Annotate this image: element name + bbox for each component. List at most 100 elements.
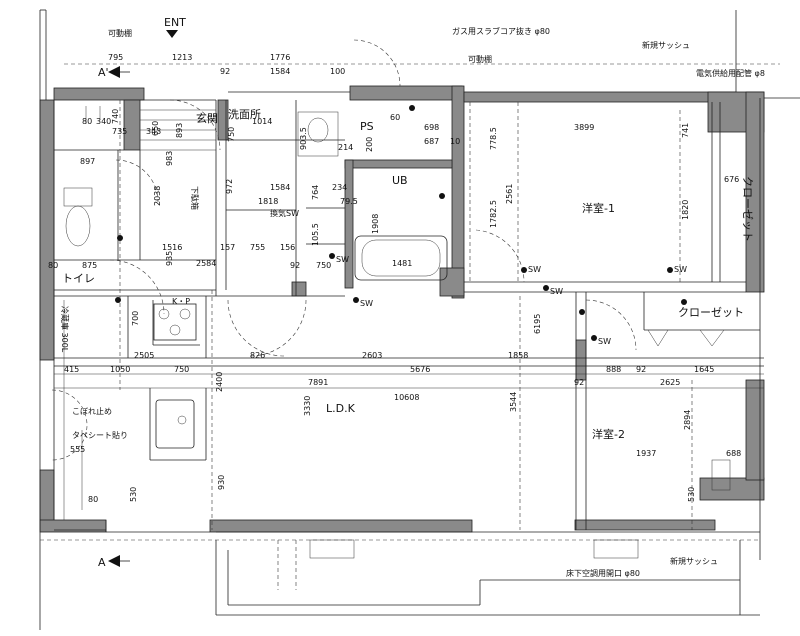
stairs-fixture [140,109,216,151]
kadodana-right-note: 可動棚 [468,54,492,64]
closet2-label: クローゼット [678,306,744,319]
dimension-label: 2584 [196,259,216,268]
ldk-label: L.D.K [326,402,356,415]
gas-pipe-note: ガス用スラブコア抜き φ80 [452,26,550,36]
dimension-label: 1213 [172,53,192,62]
dimension-label: 875 [82,261,97,270]
dimension-label: 1776 [270,53,290,62]
ac-unit-a [309,539,355,559]
ventilation-note: 換気SW [270,208,299,218]
dimension-labels: 795 1213 1776 92 1584 100 1014 750 903.5… [48,53,741,504]
switch-points [115,105,687,341]
dimension-label: 795 [108,53,123,62]
dimension-label: 92 [636,365,646,374]
dimension-label: 750 [316,261,331,270]
sw-label-5: SW [674,265,687,274]
dimension-label: 903.5 [299,127,308,150]
dimension-label: 7891 [308,378,328,387]
labels: ENT 玄関 洗面所 PS UB トイレ L.D.K 洋室-1 洋室-2 クロー… [60,16,765,578]
dimension-label: 1584 [270,183,290,192]
dimension-label: 764 [311,185,320,200]
walls [39,85,765,533]
new-sash-bottom-note: 新規サッシュ [670,556,718,566]
dimension-label: 1782.5 [489,200,498,228]
dimension-label: 698 [424,123,439,132]
fixtures [63,109,731,559]
closet1-label: クローゼット [741,176,754,242]
cooktop-fixture [153,303,197,341]
dimension-label: 100 [330,67,345,76]
dimension-label: 92 [220,67,230,76]
section-arrow-top-icon [108,66,120,78]
dimension-label: 972 [225,179,234,194]
dimension-label: 2603 [362,351,382,360]
floor-ac-note: 床下空調用開口 φ80 [566,568,640,578]
dimension-label: 80 [48,261,58,270]
dimension-label: 1820 [681,200,690,220]
dimension-label: 750 [174,365,189,374]
dimension-label: 92 [290,261,300,270]
dimension-label: 3330 [303,396,312,416]
dimension-label: 700 [131,311,140,326]
dimension-label: 935 [165,251,174,266]
dimension-label: 740 [111,109,120,124]
toilet-label: トイレ [62,272,95,285]
dimension-label: 1481 [392,259,412,268]
washroom-label: 洗面所 [228,108,261,121]
dimension-label: 687 [424,137,439,146]
washbasin-fixture [297,111,339,157]
sw-label-2: SW [550,287,563,296]
dimension-label: 214 [338,143,353,152]
yoshitsu2-label: 洋室-2 [592,427,625,441]
dimension-label: 105.5 [311,223,320,246]
dimension-label: 234 [332,183,347,192]
bathtub-fixture [354,235,448,281]
sw-label-6: SW [336,255,349,264]
dimension-label: 80 [82,117,92,126]
dimension-label: 1858 [508,351,528,360]
dimension-label: 893 [175,123,184,138]
dimension-label: 156 [280,243,295,252]
dimension-label: 888 [606,365,621,374]
new-sash-top-note: 新規サッシュ [642,40,690,50]
sw-label-3: SW [598,337,611,346]
ent-label: ENT [164,16,186,29]
dimension-label: 826 [250,351,265,360]
dimension-label: 930 [217,475,226,490]
dimension-label: 415 [64,365,79,374]
section-a-top: A' [98,66,109,79]
dimension-label: 79.5 [340,197,358,206]
dimension-label: 1584 [270,67,290,76]
ub-label: UB [392,174,408,187]
dimension-label: 3544 [509,392,518,412]
reizoko-note: 冷蔵庫 300L [60,306,70,353]
dimension-label: 750 [227,127,236,142]
dimension-label: 343 [146,127,161,136]
dimension-label: 92 [574,378,584,387]
dimension-label: 735 [112,127,127,136]
dimension-label: 1818 [258,197,278,206]
yoshitsu1-label: 洋室-1 [582,201,615,215]
dimension-label: 741 [681,123,690,138]
dimension-label: 2505 [134,351,154,360]
dimension-label: 157 [220,243,235,252]
plan-lines [39,9,800,630]
dimension-label: 5676 [410,365,430,374]
dimension-label: 983 [165,151,174,166]
entrance-arrow-icon [166,30,178,38]
shoes-label: 下駄箱 [190,186,200,210]
dimension-label: 1014 [252,117,272,126]
dimension-label: 530 [129,487,138,502]
dimension-label: 2561 [505,184,514,204]
dimension-label: 1645 [694,365,714,374]
tapeseat-note: タペシート貼り [72,430,128,440]
dimension-label: 340 [96,117,111,126]
dimension-label: 80 [88,495,98,504]
section-a-bottom: A [98,556,106,569]
kobore-note: こぼれ止め [72,406,112,416]
dimension-label: 2894 [683,410,692,430]
dimension-label: 897 [80,157,95,166]
dimension-label: 555 [70,445,85,454]
dimension-label: 200 [365,137,374,152]
